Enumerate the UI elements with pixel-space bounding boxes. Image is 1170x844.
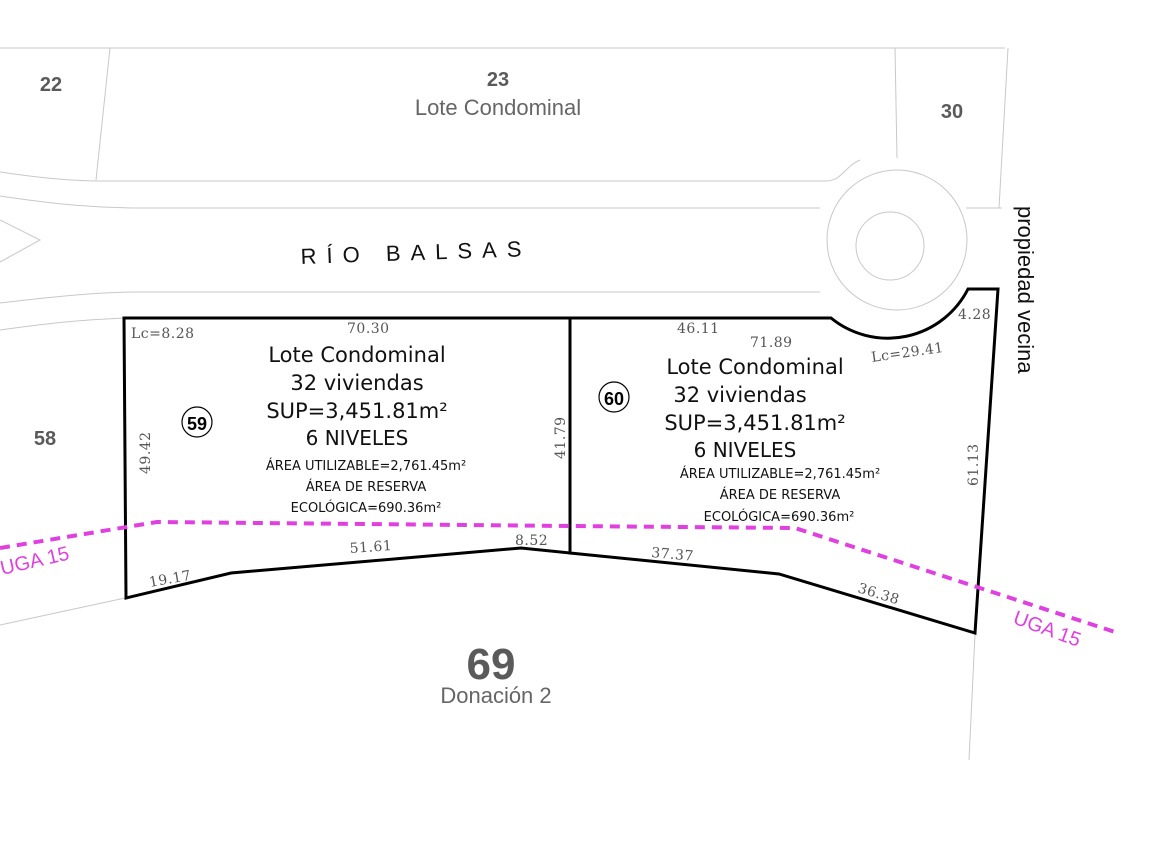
lot-59-usable: ÁREA UTILIZABLE=2,761.45m² bbox=[266, 458, 466, 474]
lot-59-badge bbox=[181, 406, 213, 438]
dim-1917: 19.17 bbox=[148, 568, 193, 591]
lot-59-number: 59 bbox=[187, 414, 207, 434]
lot-59-reserve-1: ÁREA DE RESERVA bbox=[306, 479, 427, 495]
lot-59-levels: 6 NIVELES bbox=[306, 426, 409, 450]
road-north-edge bbox=[0, 159, 861, 182]
lot-59-units: 32 viviendas bbox=[290, 371, 423, 395]
dim-4179: 41.79 bbox=[553, 416, 569, 459]
uga-15-boundary bbox=[0, 519, 1116, 634]
dim-lc-2941: Lc=29.41 bbox=[870, 340, 944, 366]
lot-69-label: Donación 2 bbox=[440, 683, 551, 708]
lot-60-reserve-1: ÁREA DE RESERVA bbox=[720, 487, 841, 503]
dim-lc-828: Lc=8.28 bbox=[131, 326, 195, 342]
dim-4942: 49.42 bbox=[138, 431, 154, 474]
dim-7030: 70.30 bbox=[347, 321, 390, 337]
road-north-inner bbox=[0, 195, 820, 209]
dim-5161: 51.61 bbox=[349, 538, 393, 557]
lot-60-badge bbox=[598, 381, 630, 413]
lot-60-info: 60 Lote Condominal 32 viviendas SUP=3,45… bbox=[598, 355, 880, 525]
lot-59-reserve-2: ECOLÓGICA=690.36m² bbox=[291, 500, 442, 516]
lot-divider-22-23 bbox=[95, 47, 111, 181]
dim-3737: 37.37 bbox=[651, 545, 695, 565]
uga-label-west: UGA 15 bbox=[0, 543, 71, 580]
lot-30-east-line bbox=[998, 47, 1009, 209]
lot-59-title: Lote Condominal bbox=[268, 343, 445, 367]
lot-23-number: 23 bbox=[487, 69, 509, 91]
lot-59-area: SUP=3,451.81m² bbox=[266, 399, 447, 423]
dim-852: 8.52 bbox=[515, 533, 548, 549]
lot-23-label: Lote Condominal bbox=[415, 95, 581, 120]
street-name: RÍO BALSAS bbox=[300, 236, 532, 269]
lot-divider-23-30 bbox=[894, 47, 898, 159]
lot-58-number: 58 bbox=[34, 428, 56, 450]
lot-60-usable: ÁREA UTILIZABLE=2,761.45m² bbox=[680, 466, 880, 482]
dim-6113: 61.13 bbox=[966, 443, 982, 486]
lot-59-info: 59 Lote Condominal 32 viviendas SUP=3,45… bbox=[181, 343, 466, 516]
lot-60-area: SUP=3,451.81m² bbox=[664, 411, 845, 435]
lot-69-west-line bbox=[0, 597, 126, 626]
dim-7189: 71.89 bbox=[750, 335, 793, 351]
adjacent-property-label: propiedad vecina bbox=[1013, 206, 1038, 374]
dim-4611: 46.11 bbox=[677, 321, 720, 337]
lot-69-east-line bbox=[968, 633, 976, 761]
lot-60-levels: 6 NIVELES bbox=[694, 438, 797, 462]
lot-60-reserve-2: ECOLÓGICA=690.36m² bbox=[704, 509, 855, 525]
road-west-median bbox=[0, 219, 42, 263]
lot-69-number: 69 bbox=[467, 640, 516, 689]
context-lines bbox=[0, 47, 1009, 761]
road-south-inner bbox=[0, 291, 820, 304]
lot-60-units: 32 viviendas bbox=[673, 383, 806, 407]
dimension-labels: Lc=8.28 70.30 49.42 41.79 19.17 51.61 8.… bbox=[131, 307, 991, 608]
roundabout-island bbox=[855, 211, 925, 281]
lot-30-number: 30 bbox=[941, 101, 963, 123]
dim-428: 4.28 bbox=[958, 307, 991, 323]
uga-label-east: UGA 15 bbox=[1010, 607, 1083, 652]
lot-60-boundary[interactable] bbox=[568, 287, 1000, 635]
roundabout-outer bbox=[826, 169, 968, 311]
road-south-edge bbox=[0, 317, 125, 331]
lot-60-title: Lote Condominal bbox=[666, 355, 843, 379]
lot-60-number: 60 bbox=[604, 389, 624, 409]
lot-22-number: 22 bbox=[40, 74, 62, 96]
